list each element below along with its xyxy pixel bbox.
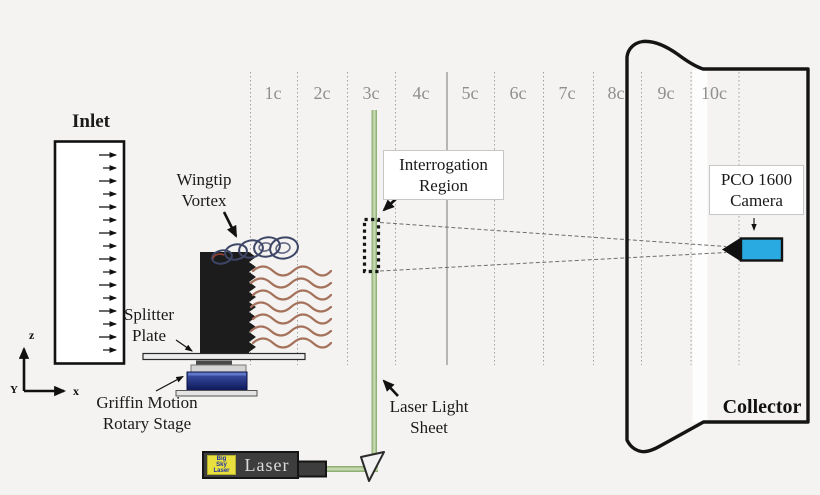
laser-sheet-arrow xyxy=(382,379,399,397)
chord-label-10c: 10c xyxy=(701,83,727,103)
inlet-flow-arrows xyxy=(99,152,118,353)
splitter-plate xyxy=(142,352,306,361)
splitter-plate-label: Splitter Plate xyxy=(123,305,175,345)
splitter-stage-assembly xyxy=(142,352,306,397)
wingtip-vortex-arrow xyxy=(222,211,238,238)
wingtip-vortex-rings xyxy=(211,236,299,265)
splitter-plate-arrow xyxy=(175,339,193,352)
chord-label-5c: 5c xyxy=(461,83,479,103)
rotary-stage-highlight xyxy=(188,372,246,376)
inlet-label: Inlet xyxy=(72,111,110,132)
rotary-stage-arrow xyxy=(155,375,184,392)
camera-body xyxy=(739,237,784,262)
rotary-stage-label: Griffin Motion Rotary Stage xyxy=(96,393,198,433)
laser-label: Laser xyxy=(244,455,290,475)
chord-label-7c: 7c xyxy=(558,83,576,103)
pco-camera xyxy=(722,237,784,262)
chord-label-2c: 2c xyxy=(313,83,331,103)
x-axis-label: x xyxy=(73,384,79,398)
big-sky-laser-logo: Big Sky Laser xyxy=(207,455,236,475)
wingtip-vortex-label: Wingtip Vortex xyxy=(176,170,232,210)
stage-base-plate xyxy=(175,390,258,397)
interrogation-region-label: Interrogation Region xyxy=(383,150,504,200)
chord-label-3c: 3c xyxy=(362,83,380,103)
collector-label: Collector xyxy=(722,396,802,418)
vortex-waves xyxy=(249,265,333,349)
camera-view-lines xyxy=(379,222,727,272)
chord-grid-lines xyxy=(250,72,740,365)
chord-label-9c: 9c xyxy=(657,83,675,103)
laser-head xyxy=(297,460,327,478)
prism-mirror xyxy=(360,451,385,482)
wing-model xyxy=(200,252,256,353)
stage-top-plate xyxy=(190,364,247,373)
chord-label-8c: 8c xyxy=(607,83,625,103)
collector-outline xyxy=(625,39,810,454)
collector-opening-strip xyxy=(692,70,708,422)
y-axis-label: Y xyxy=(10,384,18,396)
coordinate-axes xyxy=(18,346,67,397)
camera-lens xyxy=(722,237,741,262)
laser-beam-horizontal xyxy=(326,466,378,472)
chord-label-6c: 6c xyxy=(509,83,527,103)
interrogation-region-box xyxy=(362,217,381,274)
laser-light-sheet-beam xyxy=(371,110,377,468)
camera-label: PCO 1600 Camera xyxy=(709,165,804,215)
z-axis-label: z xyxy=(29,328,35,342)
wing-mount xyxy=(196,360,232,365)
chord-label-1c: 1c xyxy=(264,83,282,103)
chord-label-4c: 4c xyxy=(412,83,430,103)
laser-sheet-label: Laser Light Sheet xyxy=(389,397,469,437)
